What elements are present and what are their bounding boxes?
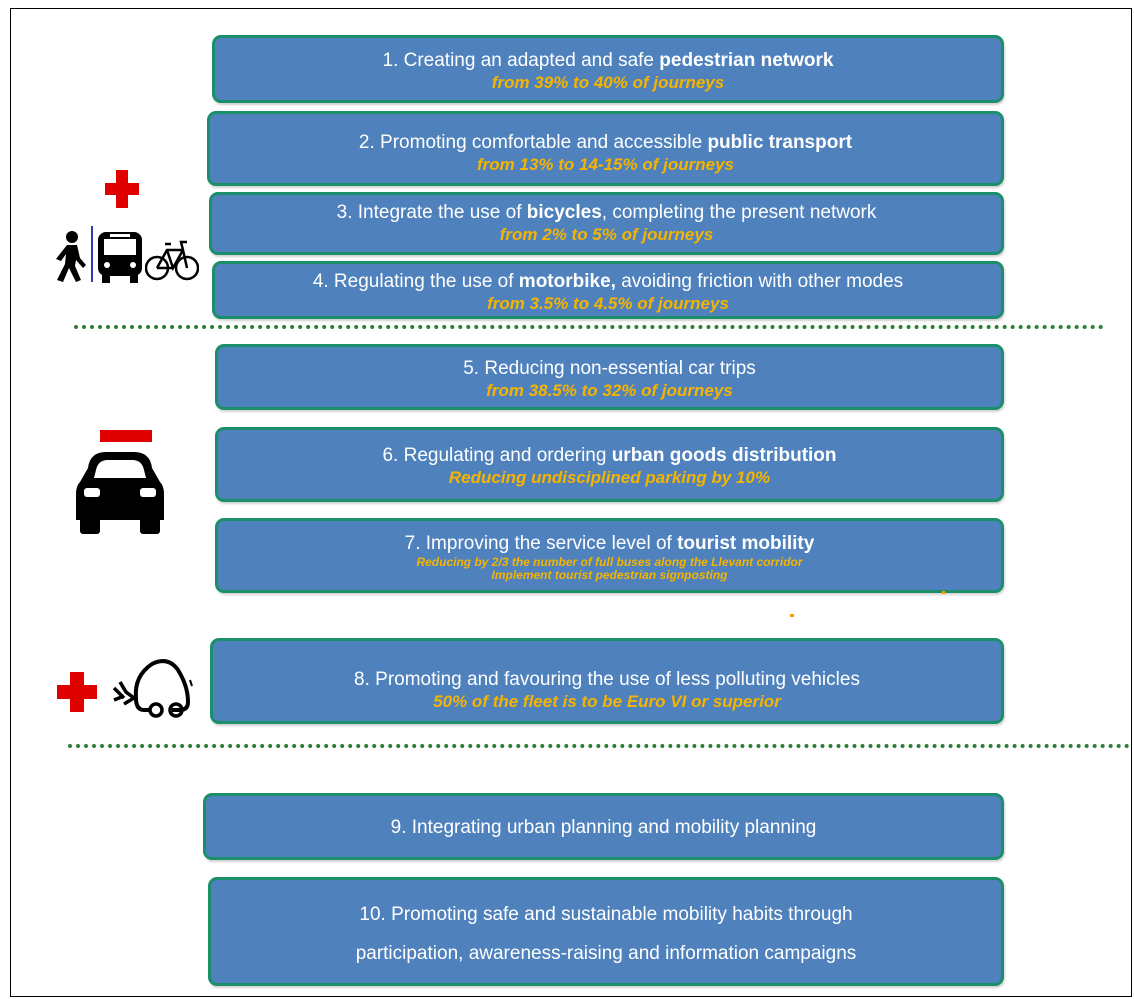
pedestrian-icon: [56, 231, 86, 282]
measure-title-2: 2. Promoting comfortable and accessible …: [358, 132, 853, 153]
measure-box-6: 6. Regulating and ordering urban goods d…: [215, 427, 1004, 502]
measure-target-6: Reducing undisciplined parking by 10%: [448, 468, 771, 487]
red-plus-icon: [57, 672, 97, 712]
divider-line-2: [68, 744, 1130, 748]
electric-car-icon: [112, 659, 193, 718]
measure-box-5: 5. Reducing non-essential car trips from…: [215, 344, 1004, 410]
measure-title-10-line2: participation, awareness-raising and inf…: [355, 943, 857, 964]
measure-box-3: 3. Integrate the use of bicycles, comple…: [209, 192, 1004, 255]
measure-box-7: 7. Improving the service level of touris…: [215, 518, 1004, 593]
measure-box-10: 10. Promoting safe and sustainable mobil…: [208, 877, 1004, 986]
measure-title-3: 3. Integrate the use of bicycles, comple…: [336, 202, 877, 223]
orange-dot-mark-2: [942, 591, 945, 594]
measure-title-8: 8. Promoting and favouring the use of le…: [354, 669, 860, 690]
measure-target-4: from 3.5% to 4.5% of journeys: [487, 294, 729, 313]
measure-target-2: from 13% to 14-15% of journeys: [477, 155, 734, 174]
measure-target-8: 50% of the fleet is to be Euro VI or sup…: [433, 692, 781, 711]
measure-title-1: 1. Creating an adapted and safe pedestri…: [382, 50, 834, 71]
bicycle-icon: [145, 240, 199, 281]
measure-title-10: 10. Promoting safe and sustainable mobil…: [359, 904, 853, 925]
icon-separator: [91, 226, 93, 282]
measure-box-8: 8. Promoting and favouring the use of le…: [210, 638, 1004, 724]
measure-title-7: 7. Improving the service level of touris…: [404, 533, 815, 554]
red-plus-icon: [105, 170, 139, 208]
measure-box-1: 1. Creating an adapted and safe pedestri…: [212, 35, 1004, 103]
divider-line-1: [74, 325, 1104, 329]
measure-box-4: 4. Regulating the use of motorbike, avoi…: [212, 261, 1004, 319]
car-icon: [76, 430, 164, 534]
measure-target-7a: Reducing by 2/3 the number of full buses…: [416, 555, 803, 569]
measure-box-2: 2. Promoting comfortable and accessible …: [207, 111, 1004, 186]
measure-box-9: 9. Integrating urban planning and mobili…: [203, 793, 1004, 860]
measure-title-6: 6. Regulating and ordering urban goods d…: [382, 445, 837, 466]
measure-title-4: 4. Regulating the use of motorbike, avoi…: [312, 271, 904, 292]
measure-title-5: 5. Reducing non-essential car trips: [463, 358, 756, 379]
measure-target-1: from 39% to 40% of journeys: [491, 73, 725, 92]
bus-icon: [98, 232, 142, 283]
orange-dot-mark: [790, 614, 794, 617]
measure-target-7b: Implement tourist pedestrian signposting: [491, 568, 728, 582]
measure-title-9: 9. Integrating urban planning and mobili…: [390, 817, 817, 838]
measure-target-5: from 38.5% to 32% of journeys: [486, 381, 733, 400]
measure-target-3: from 2% to 5% of journeys: [499, 225, 714, 244]
